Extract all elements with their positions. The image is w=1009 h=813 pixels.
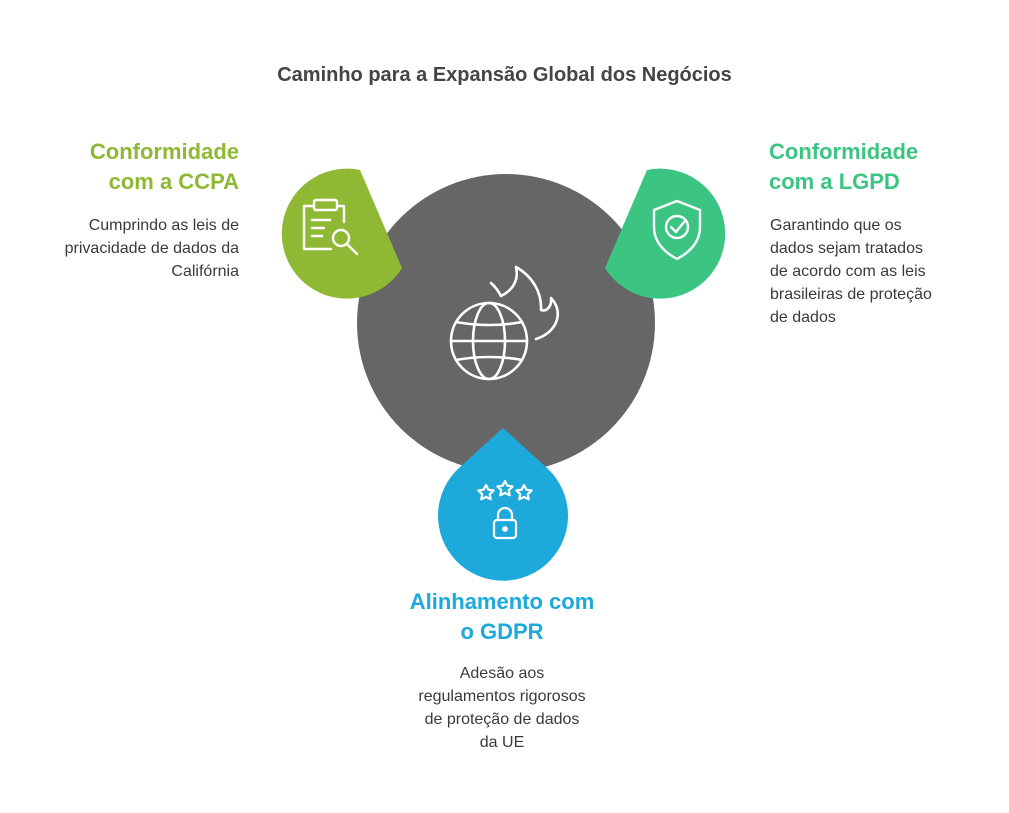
gdpr-desc-line-1: Adesão aos bbox=[459, 665, 545, 682]
ccpa-desc-line-3: Califórnia bbox=[171, 263, 239, 280]
shield-check-icon bbox=[652, 199, 702, 261]
ccpa-desc-line-1: Cumprindo as leis de bbox=[88, 217, 239, 234]
gdpr-desc-line-4: da UE bbox=[479, 734, 525, 751]
gdpr-desc-line-3: de proteção de dados bbox=[424, 711, 580, 728]
ccpa-description: Cumprindo as leis de privacidade de dado… bbox=[0, 214, 239, 283]
gdpr-marker bbox=[438, 428, 568, 581]
lgpd-desc-line-5: de dados bbox=[770, 309, 836, 326]
ccpa-title-line-1: Conformidade bbox=[89, 139, 239, 164]
lgpd-title-line-2: com a LGPD bbox=[769, 169, 900, 194]
lgpd-description: Garantindo que os dados sejam tratados d… bbox=[770, 214, 1000, 329]
ccpa-title-line-2: com a CCPA bbox=[108, 169, 239, 194]
gdpr-title-line-2: o GDPR bbox=[460, 619, 544, 644]
clipboard-search-icon bbox=[302, 198, 359, 256]
lgpd-title: Conformidade com a LGPD bbox=[769, 137, 999, 197]
gdpr-title: Alinhamento com o GDPR bbox=[352, 587, 652, 647]
stars-lock-icon bbox=[477, 479, 533, 540]
globe-flame-icon bbox=[449, 265, 559, 381]
ccpa-title: Conformidade com a CCPA bbox=[0, 137, 239, 197]
lgpd-title-line-1: Conformidade bbox=[769, 139, 919, 164]
gdpr-desc-line-2: regulamentos rigorosos bbox=[418, 688, 586, 705]
lgpd-marker bbox=[605, 168, 726, 299]
lgpd-desc-line-4: brasileiras de proteção bbox=[770, 286, 932, 303]
ccpa-desc-line-2: privacidade de dados da bbox=[64, 240, 239, 257]
diagram-title: Caminho para a Expansão Global dos Negóc… bbox=[277, 64, 732, 86]
lgpd-desc-line-2: dados sejam tratados bbox=[770, 240, 923, 257]
lgpd-desc-line-3: de acordo com as leis bbox=[770, 263, 926, 280]
ccpa-marker bbox=[281, 168, 402, 299]
gdpr-title-line-1: Alinhamento com bbox=[409, 589, 595, 614]
gdpr-description: Adesão aos regulamentos rigorosos de pro… bbox=[352, 662, 652, 754]
lgpd-desc-line-1: Garantindo que os bbox=[770, 217, 902, 234]
